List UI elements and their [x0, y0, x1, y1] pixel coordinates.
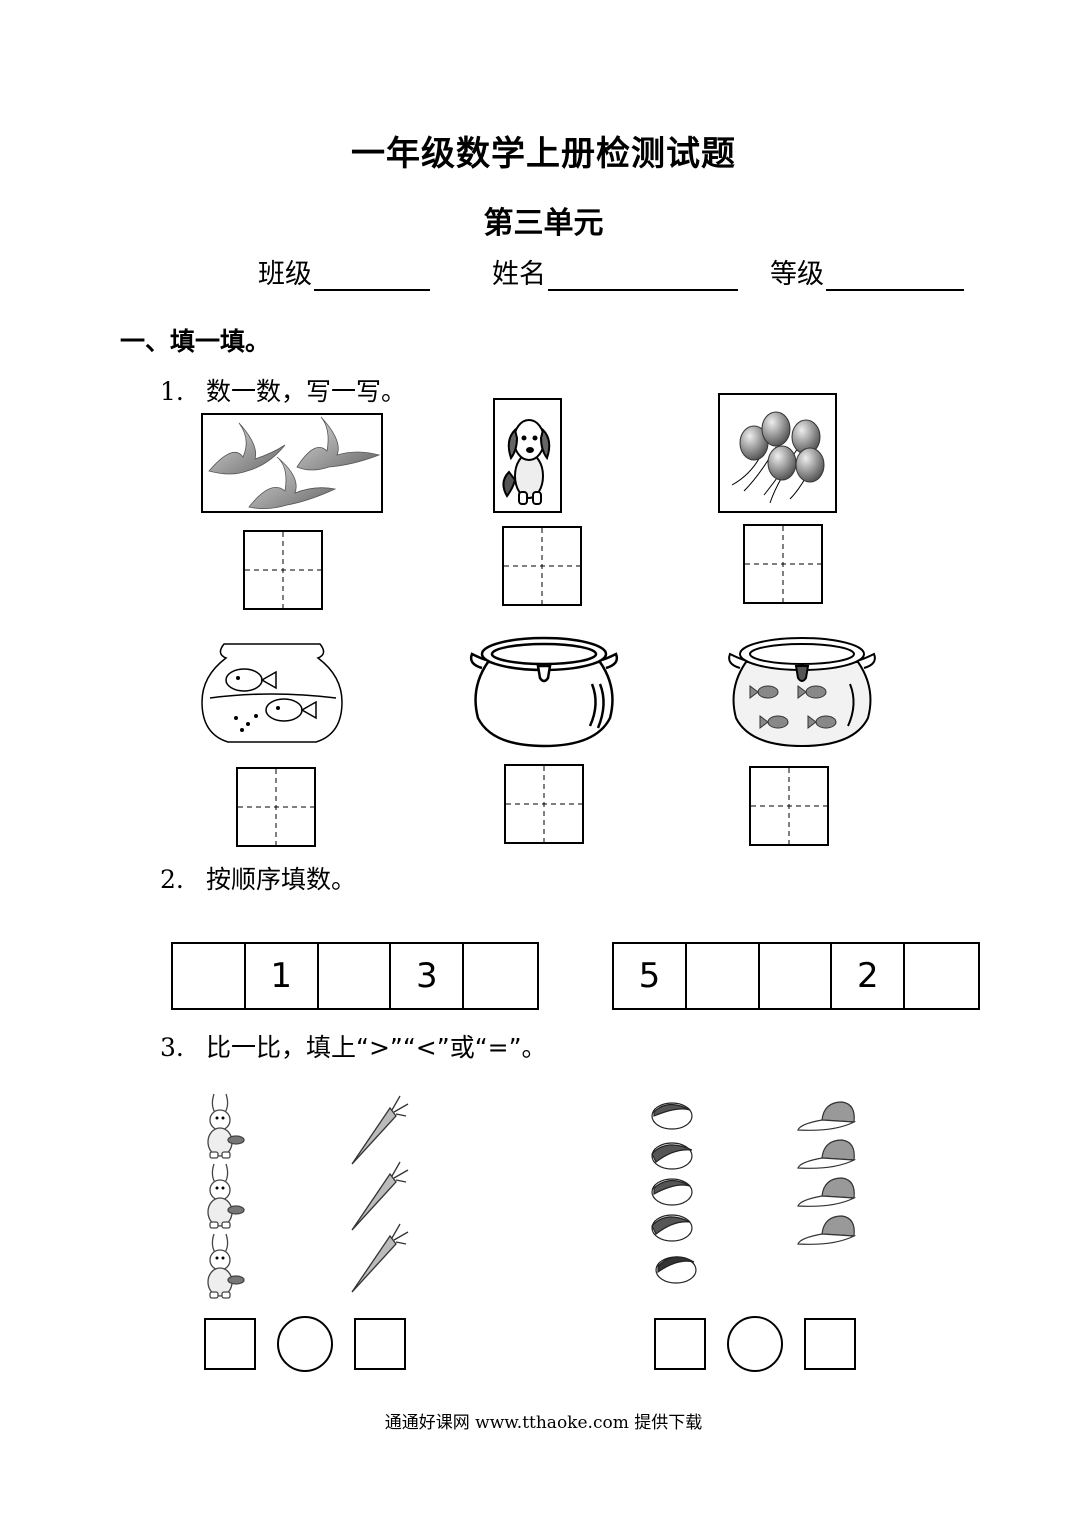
grade-blank[interactable] [826, 259, 964, 291]
birds-picture [201, 413, 383, 513]
section-heading: 一、填一填。 [120, 327, 271, 356]
carrots-picture [346, 1094, 412, 1294]
sequence-cell[interactable]: 3 [391, 944, 465, 1008]
caps-picture [794, 1098, 858, 1250]
grade-field[interactable]: 等级 [770, 252, 964, 291]
answer-grid-balloons[interactable] [743, 524, 823, 604]
answer-grid-fishbowl[interactable] [236, 767, 316, 847]
answer-grid-empty-pot[interactable] [504, 764, 584, 844]
answer-grid-fish-pot[interactable] [749, 766, 829, 846]
children-picture [648, 1100, 704, 1292]
fishbowl-picture [196, 636, 346, 752]
name-field[interactable]: 姓名 [492, 252, 738, 291]
class-blank[interactable] [314, 259, 430, 291]
answer-grid-dog[interactable] [502, 526, 582, 606]
question-1: 1. 数一数，写一写。 [160, 372, 406, 408]
question-3: 3. 比一比，填上“>”“<”或“=”。 [160, 1028, 547, 1064]
dog-picture [493, 398, 562, 513]
footer-text: 通通好课网 www.tthaoke.com 提供下载 [384, 1413, 703, 1433]
question-2-text: 按顺序填数。 [206, 865, 357, 894]
grid-dashes [238, 769, 314, 845]
sequence-cell[interactable]: 1 [246, 944, 319, 1008]
sequence-row-b: 5 2 [612, 942, 980, 1010]
sequence-cell[interactable]: 2 [832, 944, 906, 1008]
sequence-cell[interactable] [687, 944, 760, 1008]
class-label: 班级 [258, 259, 312, 290]
page-subtitle: 第三单元 [483, 206, 604, 241]
question-3-number: 3. [160, 1033, 184, 1062]
grid-dashes [745, 526, 821, 602]
compare-box-left-2[interactable] [354, 1318, 406, 1370]
rabbits-picture [198, 1092, 254, 1302]
compare-circle-left[interactable] [277, 1316, 333, 1372]
grid-dashes [245, 532, 321, 608]
name-blank[interactable] [548, 259, 738, 291]
sequence-cell[interactable] [173, 944, 246, 1008]
question-3-text: 比一比，填上“>”“<”或“=”。 [206, 1033, 547, 1062]
fish-pot-picture [724, 628, 880, 752]
sequence-cell[interactable] [464, 944, 537, 1008]
balloons-picture [718, 393, 837, 513]
grid-dashes [504, 528, 580, 604]
compare-circle-right[interactable] [727, 1316, 783, 1372]
question-2-number: 2. [160, 865, 184, 894]
question-2: 2. 按顺序填数。 [160, 860, 356, 896]
class-field[interactable]: 班级 [258, 252, 430, 291]
sequence-cell[interactable]: 5 [614, 944, 687, 1008]
compare-box-right-1[interactable] [654, 1318, 706, 1370]
compare-box-right-2[interactable] [804, 1318, 856, 1370]
name-label: 姓名 [492, 259, 546, 290]
grid-dashes [506, 766, 582, 842]
sequence-cell[interactable] [760, 944, 833, 1008]
question-1-text: 数一数，写一写。 [206, 377, 407, 406]
grid-dashes [751, 768, 827, 844]
empty-pot-picture [466, 628, 622, 752]
answer-grid-birds[interactable] [243, 530, 323, 610]
grade-label: 等级 [770, 259, 824, 290]
question-1-number: 1. [160, 377, 184, 406]
compare-box-left-1[interactable] [204, 1318, 256, 1370]
sequence-cell[interactable] [905, 944, 978, 1008]
sequence-row-a: 1 3 [171, 942, 539, 1010]
page-title: 一年级数学上册检测试题 [351, 134, 736, 174]
sequence-cell[interactable] [319, 944, 392, 1008]
